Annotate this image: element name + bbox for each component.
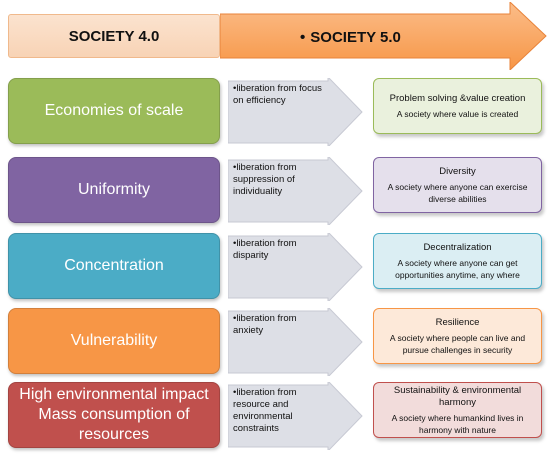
- liberation-text: •liberation from focus on efficiency: [233, 83, 322, 106]
- right-box-title: Resilience: [435, 316, 480, 328]
- row-vulnerability: Vulnerability •liberation from anxiety R…: [0, 308, 550, 378]
- liberation-text: •liberation from anxiety: [233, 313, 297, 336]
- right-box-description: A society where people can live and purs…: [389, 332, 526, 355]
- right-box-title: Sustainability & environmental harmony: [393, 384, 522, 408]
- left-box: Vulnerability: [8, 308, 220, 374]
- liberation-text: •liberation from disparity: [233, 238, 297, 261]
- liberation-text: •liberation from suppression of individu…: [233, 162, 297, 197]
- bullet: •: [300, 28, 306, 46]
- transition-arrow: [228, 382, 363, 450]
- transition-arrow: [228, 78, 363, 146]
- row-environmental-impact: High environmental impact Mass consumpti…: [0, 382, 550, 452]
- right-box-description: A society where anyone can get opportuni…: [395, 257, 520, 280]
- right-box-title: Decentralization: [423, 241, 492, 253]
- transition-arrow: [228, 233, 363, 301]
- right-box: Decentralization A society where anyone …: [373, 233, 542, 289]
- transition-arrow: [228, 308, 363, 376]
- right-box: Problem solving &value creation A societ…: [373, 78, 542, 134]
- right-box: Resilience A society where people can li…: [373, 308, 542, 364]
- row-economies-of-scale: Economies of scale •liberation from focu…: [0, 78, 550, 148]
- right-box: Sustainability & environmental harmony A…: [373, 382, 542, 438]
- right-box-description: A society where humankind lives in harmo…: [391, 412, 524, 435]
- right-box-description: A society where anyone can exercise dive…: [387, 181, 528, 204]
- society-5-text: SOCIETY 5.0: [310, 28, 401, 46]
- right-box-title: Diversity: [439, 165, 476, 177]
- left-box: Uniformity: [8, 157, 220, 223]
- row-uniformity: Uniformity •liberation from suppression …: [0, 157, 550, 227]
- left-box: High environmental impact Mass consumpti…: [8, 382, 220, 448]
- left-box: Economies of scale: [8, 78, 220, 144]
- right-box-title: Problem solving &value creation: [389, 92, 526, 104]
- society-5-arrow: [220, 2, 547, 70]
- row-concentration: Concentration •liberation from disparity…: [0, 233, 550, 303]
- society-5-label: • SOCIETY 5.0: [300, 22, 500, 52]
- society-4-label: SOCIETY 4.0: [8, 14, 220, 58]
- left-box: Concentration: [8, 233, 220, 299]
- liberation-text: •liberation from resource and environmen…: [233, 387, 297, 434]
- transition-arrow: [228, 157, 363, 225]
- right-box-description: A society where value is created: [396, 108, 519, 119]
- right-box: Diversity A society where anyone can exe…: [373, 157, 542, 213]
